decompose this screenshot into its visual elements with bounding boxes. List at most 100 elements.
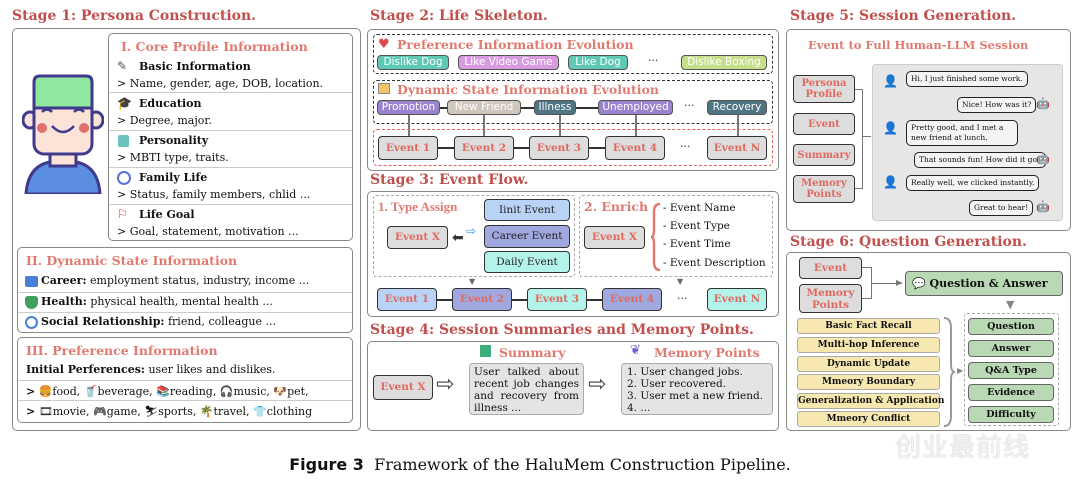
social-icon: [25, 316, 38, 329]
arrow-right-icon: ⇨: [466, 224, 477, 238]
graduation-cap-icon: 🎓: [117, 96, 132, 110]
initial-preferences: Initial Perferences: user likes and disl…: [26, 363, 276, 376]
qa-field: Question: [968, 318, 1054, 335]
briefcase-icon: [25, 276, 38, 287]
question-type: Dynamic Update: [797, 356, 940, 372]
arrow-right-icon: ⇨: [588, 372, 607, 397]
pref-chip: Like Video Game: [458, 55, 559, 70]
stage1-title: Stage 1: Persona Construction.: [12, 8, 257, 24]
state-chip: Recovery: [707, 100, 767, 115]
life-goal-title: Life Goal: [139, 208, 195, 221]
session-heading: Event to Full Human-LLM Session: [808, 38, 1029, 52]
type-career-event: Career Event: [484, 225, 570, 248]
stage5-title: Stage 5: Session Generation.: [790, 8, 1017, 24]
brain-icon: ❦: [630, 343, 641, 358]
robot-icon: 🤖: [1036, 152, 1050, 165]
question-type: Generalization & Application: [797, 393, 944, 409]
arrow-down-icon: ▼: [677, 277, 684, 286]
travel-icon: 🌴: [199, 405, 214, 418]
user-icon: 👤: [883, 175, 898, 189]
qa-field: Difficulty: [968, 406, 1054, 423]
preference-heading: III. Preference Information: [26, 343, 218, 358]
personality-icon: [118, 135, 129, 147]
qa-field: Evidence: [968, 384, 1054, 401]
dynamic-state-box: II. Dynamic State Information Career: em…: [17, 247, 353, 333]
state-chip: Illness: [534, 100, 576, 115]
input-event: Event: [793, 113, 855, 135]
ellipsis: ···: [680, 140, 691, 153]
stage6-title: Stage 6: Question Generation.: [790, 234, 1027, 250]
preference-row-1: > 🍔food, 🥤beverage, 📚reading, 🎧music, 🐶p…: [26, 385, 309, 398]
input-summary: Summary: [793, 144, 855, 166]
pref-chip: Like Dog: [568, 55, 628, 70]
core-profile-heading: I. Core Profile Information: [121, 39, 308, 54]
chat-area: 👤 Hi, I just finished some work. Nice! H…: [872, 64, 1063, 221]
memory-item: 4. ...: [627, 402, 651, 414]
skeleton-event: Event 2: [454, 136, 514, 160]
memory-heading: Memory Points: [654, 345, 760, 360]
flow-event: Event 4: [602, 288, 662, 311]
event-x: Event X: [387, 226, 448, 249]
scroll-icon: [480, 345, 491, 357]
health-row: Health: physical health, mental health .…: [41, 295, 273, 308]
input-event: Event: [799, 257, 862, 279]
flow-event: Event N: [707, 288, 767, 311]
family-life-desc: > Status, family members, chlid ...: [117, 188, 311, 201]
skeleton-event: Event N: [707, 136, 767, 160]
brace-icon: [943, 317, 956, 427]
education-desc: > Degree, major.: [117, 114, 212, 127]
chart-icon: [378, 83, 390, 94]
personality-title: Personality: [139, 134, 209, 147]
flow-event: Event 2: [452, 288, 512, 311]
enrich-field: - Event Time: [663, 238, 731, 250]
input-memory-points: Memory Points: [799, 284, 862, 313]
ellipsis: ···: [677, 292, 688, 305]
question-type: Mmeory Conflict: [797, 411, 940, 427]
family-life-title: Family Life: [139, 171, 208, 184]
flow-event: Event 1: [377, 288, 437, 311]
career-row: Career: employment status, industry, inc…: [41, 274, 310, 287]
memory-item: 1. User changed jobs.: [627, 366, 743, 378]
input-memory-points: Memory Points: [793, 175, 855, 203]
state-chip: Promotion: [377, 100, 440, 115]
dynamic-evolution-box: [373, 80, 773, 124]
qa-field: Answer: [968, 340, 1054, 357]
heart-icon: ♥: [378, 37, 390, 52]
persona-avatar-icon: [22, 74, 104, 194]
home-icon: [117, 171, 131, 185]
chat-message-bot: Great to hear!: [969, 200, 1034, 216]
summary-heading: Summary: [499, 345, 566, 360]
user-icon: 👤: [883, 74, 898, 88]
memory-item: 2. User recovered.: [627, 378, 727, 390]
type-assign-heading: 1. Type Assign: [378, 199, 458, 214]
qa-chat-icon: 💬: [912, 277, 926, 290]
life-goal-desc: > Goal, statement, motivation ...: [117, 225, 299, 238]
preference-box: III. Preference Information Initial Perf…: [17, 337, 353, 423]
basic-info-title: Basic Information: [139, 60, 251, 73]
pref-chip: Dislike Boxing: [681, 55, 767, 70]
preference-row-2: > 🎞movie, 🎮game, ⛷sports, 🌴travel, 👕clot…: [26, 405, 313, 418]
preference-evolution-heading: Preference Information Evolution: [397, 37, 634, 52]
flow-event: Event 3: [527, 288, 587, 311]
type-daily-event: Daily Event: [484, 251, 570, 273]
arrow-right-icon: ⇨: [436, 372, 455, 397]
personality-desc: > MBTI type, traits.: [117, 151, 229, 164]
sports-icon: ⛷: [144, 405, 159, 418]
chat-message-user: Really well, we clicked instantly.: [906, 175, 1040, 191]
robot-icon: 🤖: [1036, 200, 1050, 213]
ellipsis: ···: [684, 99, 695, 112]
stage2-title: Stage 2: Life Skeleton.: [370, 8, 548, 24]
robot-icon: 🤖: [1036, 97, 1050, 110]
basic-info-desc: > Name, gender, age, DOB, location.: [117, 77, 324, 90]
movie-icon: 🎞: [38, 405, 53, 418]
skeleton-event: Event 1: [378, 136, 438, 160]
enrich-field: - Event Type: [663, 220, 730, 232]
figure-caption: Figure 3 Framework of the HaluMem Constr…: [289, 455, 791, 474]
skeleton-event: Event 3: [529, 136, 589, 160]
dynamic-state-heading: II. Dynamic State Information: [26, 253, 238, 268]
type-init-event: Iinit Event: [484, 199, 570, 221]
watermark: 创业最前线: [895, 433, 1031, 463]
dynamic-evolution-heading: Dynamic State Information Evolution: [397, 82, 659, 97]
chat-message-user: Hi, I just finished some work.: [906, 71, 1028, 87]
brace-icon: [650, 202, 661, 272]
